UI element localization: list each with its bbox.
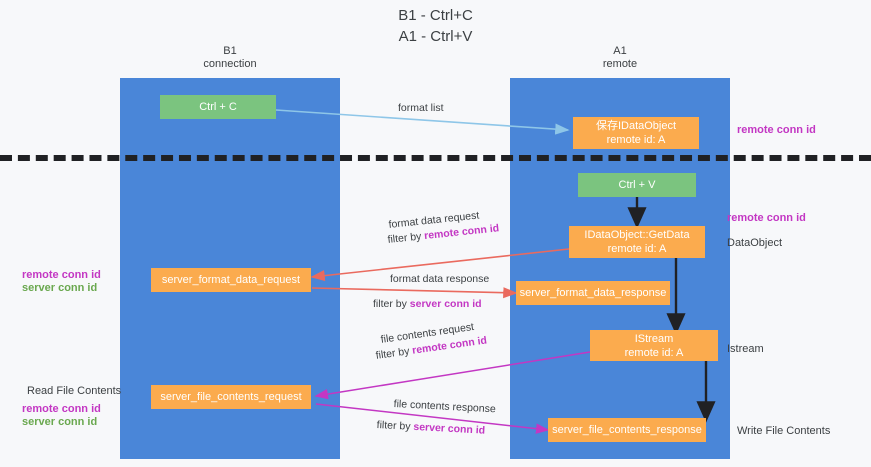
box-ctrl-v-label: Ctrl + V [618, 179, 656, 191]
box-ctrl-v[interactable]: Ctrl + V [578, 173, 696, 197]
box-server-file-contents-request[interactable]: server_file_contents_request [151, 385, 311, 409]
note-right-istream: Istream [727, 342, 764, 356]
note-left-server-conn: server conn id [22, 281, 97, 295]
label-format-data-response-filter: filter by server conn id [373, 298, 482, 311]
arrow-format-data-request [310, 247, 579, 282]
label-format-list: format list [398, 102, 444, 115]
box-server-format-data-response-label: server_format_data_response [519, 287, 667, 299]
note-text: Write File Contents [737, 425, 831, 437]
lane-header-b1: B1 connection [120, 45, 340, 71]
box-server-format-data-response[interactable]: server_format_data_response [516, 281, 670, 305]
lane-header-a1: A1 remote [510, 45, 730, 71]
box-ctrl-c[interactable]: Ctrl + C [160, 95, 276, 119]
filter-prefix: filter by [376, 419, 414, 433]
arrow-file-contents-response [315, 403, 550, 434]
note-text: Read File Contents [27, 385, 122, 397]
filter-key-server-conn-id: server conn id [409, 298, 482, 310]
box-getdata-line2: remote id: A [607, 243, 667, 255]
note-right-remote-conn-mid: remote conn id [727, 211, 806, 225]
note-text: server conn id [22, 416, 98, 428]
filter-prefix: filter by [373, 298, 410, 310]
note-right-remote-conn-top: remote conn id [737, 123, 816, 137]
box-server-format-data-request[interactable]: server_format_data_request [151, 268, 311, 292]
box-istream-line2: remote id: A [624, 346, 684, 359]
note-left-server-conn-2: server conn id [22, 415, 97, 429]
label-format-list-text: format list [398, 102, 444, 114]
label-format-data-response: format data response [390, 273, 489, 286]
box-idataobject-getdata[interactable]: IDataObject::GetData remote id: A [569, 226, 705, 258]
box-server-file-contents-request-label: server_file_contents_request [160, 391, 302, 403]
box-save-idataobject[interactable]: 保存IDataObject remote id: A [573, 117, 699, 149]
lane-header-a1-name: A1 [613, 45, 627, 57]
note-left-read-file-contents: Read File Contents [27, 384, 121, 398]
note-text: remote conn id [22, 403, 101, 415]
filter-prefix: filter by [387, 230, 425, 246]
box-save-idataobject-line1: 保存IDataObject [595, 120, 677, 132]
note-text: Istream [727, 343, 764, 355]
box-istream[interactable]: IStream remote id: A [590, 330, 718, 361]
box-save-idataobject-line2: remote id: A [606, 134, 666, 146]
title-line-2: A1 - Ctrl+V [398, 28, 473, 45]
box-istream-line1: IStream [634, 332, 674, 345]
arrow-format-data-response [311, 287, 518, 299]
box-getdata-line1: IDataObject::GetData [584, 229, 690, 241]
arrow-format-list [275, 109, 570, 135]
note-left-remote-conn-2: remote conn id [22, 402, 101, 416]
note-text: remote conn id [737, 124, 816, 136]
box-ctrl-c-label: Ctrl + C [199, 101, 237, 113]
lane-header-b1-name: B1 [223, 45, 237, 57]
label-format-data-response-text: format data response [390, 273, 490, 285]
box-server-file-contents-response-label: server_file_contents_response [552, 424, 702, 436]
lane-header-b1-role: connection [203, 58, 257, 70]
note-text: remote conn id [727, 212, 806, 224]
arrow-file-contents-request [314, 351, 591, 400]
box-server-file-contents-response[interactable]: server_file_contents_response [548, 418, 706, 442]
note-text: remote conn id [22, 269, 101, 281]
note-right-dataobject: DataObject [727, 236, 782, 250]
note-text: server conn id [22, 282, 98, 294]
note-left-remote-conn: remote conn id [22, 268, 101, 282]
diagram-title: B1 - Ctrl+C A1 - Ctrl+V [0, 5, 871, 47]
phase-divider [0, 155, 871, 161]
note-right-write-file-contents: Write File Contents [737, 424, 830, 438]
box-server-format-data-request-label: server_format_data_request [161, 274, 301, 286]
lane-header-a1-role: remote [602, 58, 638, 70]
filter-key-server-conn-id: server conn id [413, 420, 486, 437]
title-line-1: B1 - Ctrl+C [398, 7, 473, 24]
note-text: DataObject [727, 237, 783, 249]
